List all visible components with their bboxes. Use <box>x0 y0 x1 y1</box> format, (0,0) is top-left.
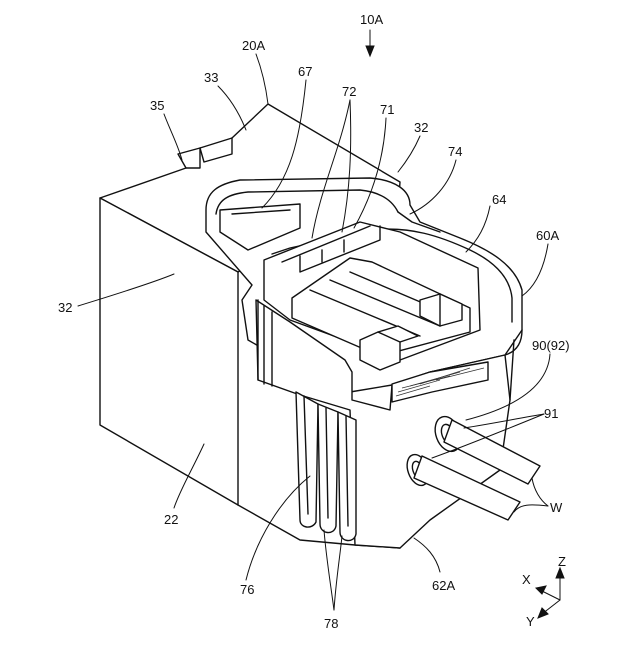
label-64: 64 <box>492 192 506 207</box>
label-10A: 10A <box>360 12 383 27</box>
hinge-tabs <box>296 392 356 541</box>
label-76: 76 <box>240 582 254 597</box>
label-32-left: 32 <box>58 300 72 315</box>
coordinate-axes: Z X Y <box>522 554 566 629</box>
label-60A: 60A <box>536 228 559 243</box>
label-22: 22 <box>164 512 178 527</box>
label-78: 78 <box>324 616 338 631</box>
label-20A: 20A <box>242 38 265 53</box>
axis-label-y: Y <box>526 614 535 629</box>
label-74: 74 <box>448 144 462 159</box>
axis-label-z: Z <box>558 554 566 569</box>
label-32-top: 32 <box>414 120 428 135</box>
label-90-92: 90(92) <box>532 338 570 353</box>
label-91: 91 <box>544 406 558 421</box>
label-71: 71 <box>380 102 394 117</box>
label-67: 67 <box>298 64 312 79</box>
axis-label-x: X <box>522 572 531 587</box>
label-62A: 62A <box>432 578 455 593</box>
label-33: 33 <box>204 70 218 85</box>
label-35: 35 <box>150 98 164 113</box>
label-W: W <box>550 500 563 515</box>
label-72: 72 <box>342 84 356 99</box>
